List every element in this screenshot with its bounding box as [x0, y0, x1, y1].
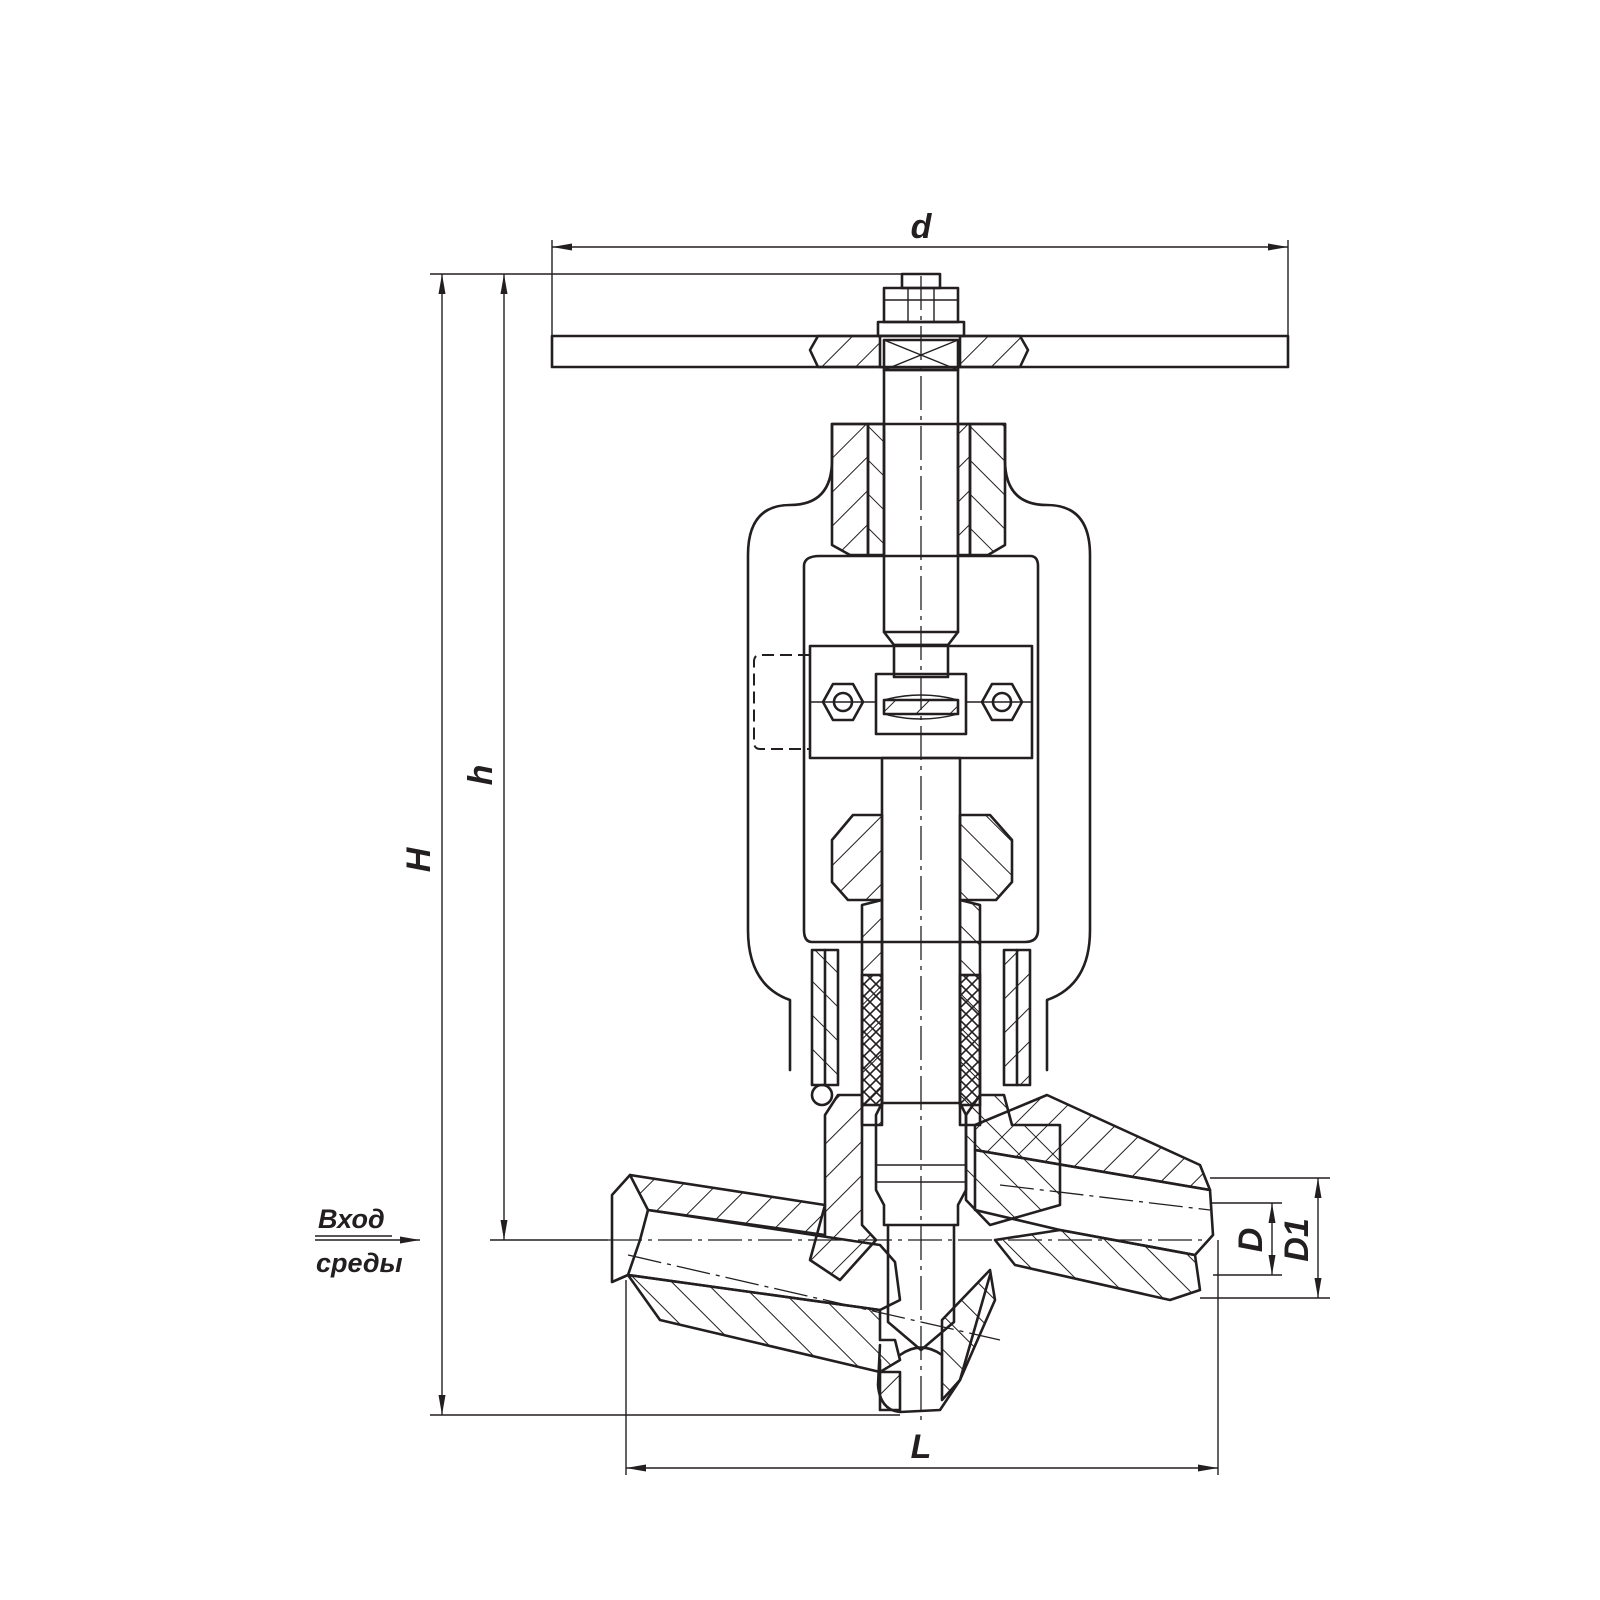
valve-body: [610, 1093, 1215, 1414]
dimension-lines: [315, 240, 1330, 1475]
dim-label-L: L: [911, 1428, 932, 1466]
stem-nut: [876, 272, 966, 338]
yoke-outline: [746, 422, 1092, 1072]
gland-follower: [830, 813, 1014, 902]
dim-label-D1: D1: [1278, 1218, 1316, 1261]
packing-assembly: [810, 898, 1032, 1127]
flow-label-inlet: Вход: [318, 1204, 385, 1234]
dim-label-h: h: [462, 765, 500, 786]
dim-label-H: H: [400, 846, 438, 872]
upper-bushing: [830, 422, 1007, 557]
dim-label-d: d: [911, 208, 933, 246]
centre-lines: [608, 276, 1211, 1425]
dim-label-D: D: [1232, 1228, 1270, 1253]
flow-label-medium: среды: [316, 1248, 403, 1278]
